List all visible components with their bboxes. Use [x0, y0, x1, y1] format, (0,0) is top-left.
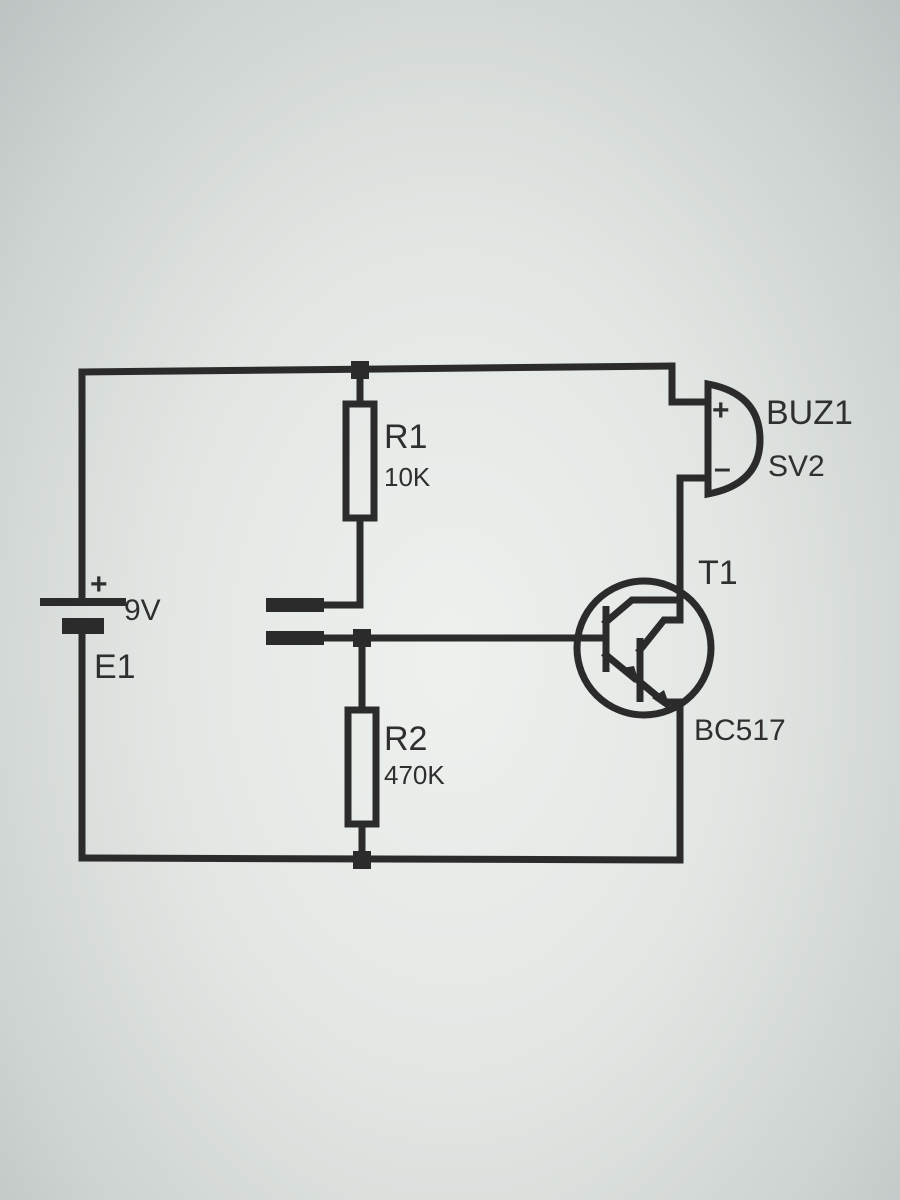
buzzer-plus-wire [668, 362, 712, 406]
resistor-r2 [344, 706, 380, 828]
emitter-arrow-2 [652, 690, 672, 712]
r2-name-label: R2 [384, 720, 427, 758]
emitter-arrow-1 [622, 666, 640, 686]
r1-bottom-wire [318, 514, 364, 609]
transistor-name-label: T1 [698, 554, 738, 592]
buzzer-buz1 [704, 379, 764, 499]
r1-value-label: 10K [384, 462, 431, 492]
resistor-r1 [342, 400, 378, 522]
touch-probe-lower [266, 631, 324, 645]
transistor-collector-1 [601, 576, 684, 627]
transistor-value-label: BC517 [694, 714, 786, 747]
r2-value-label: 470K [384, 760, 445, 790]
bottom-rail-wire [78, 854, 684, 864]
junction-top [351, 361, 369, 379]
junction-bottom [353, 851, 371, 869]
battery-value-label: 9V [124, 594, 161, 627]
battery-short-plate [62, 618, 104, 634]
battery-long-plate [40, 598, 126, 606]
transistor-t1 [573, 576, 715, 724]
buzzer-minus-label: – [714, 452, 731, 485]
buzzer-value-label: SV2 [768, 450, 825, 483]
transistor-envelope [573, 577, 715, 719]
r1-name-label: R1 [384, 418, 427, 456]
transistor-collector-2 [635, 596, 684, 655]
buzzer-plus-label: + [712, 394, 730, 427]
junction-base [353, 629, 371, 647]
wires [78, 362, 712, 864]
buzzer-name-label: BUZ1 [766, 394, 853, 432]
touch-probe-upper [266, 598, 324, 612]
buzzer-minus-wire [676, 474, 712, 584]
buzzer-body [704, 379, 764, 499]
transistor-emitter-2 [635, 677, 684, 724]
battery-name-label: E1 [94, 648, 136, 686]
top-rail-wire [78, 362, 676, 376]
battery-e1 [40, 598, 126, 634]
battery-plus-label: + [90, 568, 108, 601]
